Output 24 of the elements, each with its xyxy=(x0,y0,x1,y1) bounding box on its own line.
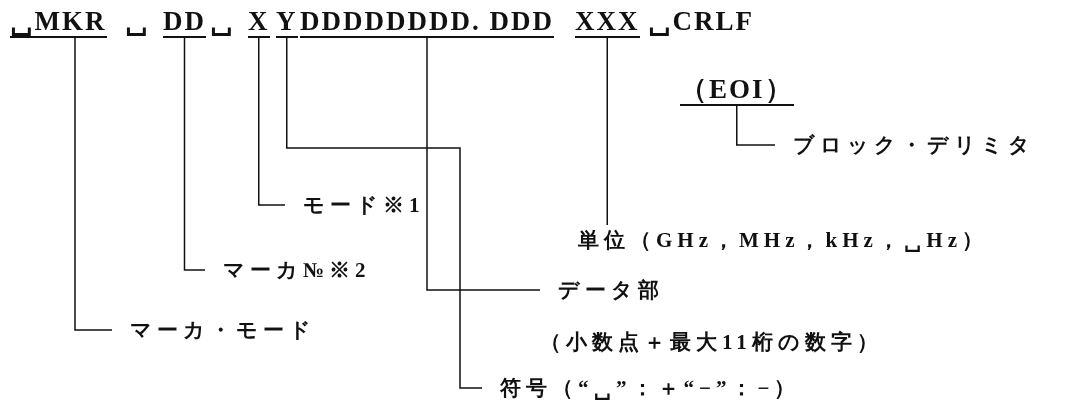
delimiter-code: （EOI） xyxy=(680,74,794,106)
leader-line xyxy=(74,37,113,331)
format-field: X xyxy=(248,6,270,38)
leader-line xyxy=(606,37,608,226)
field-description: モード※1 xyxy=(285,190,425,220)
format-code: ␣CRLF xyxy=(648,6,755,36)
format-code: ␣ xyxy=(125,6,150,36)
leader-line xyxy=(426,37,541,291)
field-description: データ部 （小数点＋最大11桁の数字） xyxy=(540,275,883,357)
field-description: 単位（GHz，MHz，kHz，␣Hz） xyxy=(560,225,988,255)
field-description: マーカ№※2 xyxy=(205,255,371,285)
format-field: DDDDDDDD. DDD xyxy=(300,6,554,38)
field-description: ブロック・デリミタ xyxy=(775,130,1035,160)
leader-line xyxy=(183,37,206,271)
field-description: マーカ・モード xyxy=(112,315,316,345)
format-code: ␣ xyxy=(210,6,235,36)
format-field: DD xyxy=(163,6,206,38)
format-field: ␣MKR xyxy=(10,6,107,38)
format-field: XXX xyxy=(575,6,640,38)
leader-line xyxy=(258,37,286,206)
field-description: 符号（“␣”：＋“−”：−） xyxy=(482,373,801,403)
leader-line xyxy=(736,105,776,146)
leader-line xyxy=(286,37,483,389)
format-field: Y xyxy=(276,6,298,38)
